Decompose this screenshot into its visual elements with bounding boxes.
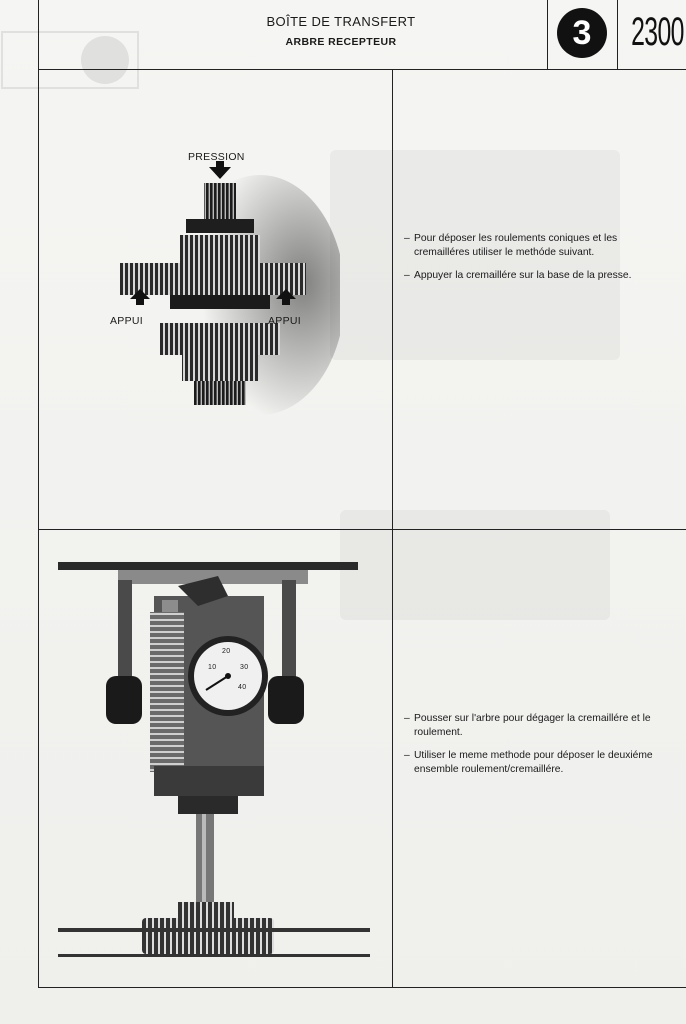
page-title: BOÎTE DE TRANSFERT [266,14,416,29]
bullet-dash: – [404,750,410,761]
label-pressure: PRESSION [188,151,245,163]
figure-hydraulic-press: 10 20 30 40 [58,556,370,966]
instruction-text: Utiliser le meme methode pour déposer le… [414,750,653,775]
hydraulic-press-photo [58,562,370,957]
gauge-tick-40: 40 [238,684,247,691]
page-header: BOÎTE DE TRANSFERT ARBRE RECEPTEUR 3 230… [38,0,686,70]
instructions-bottom: –Pousser sur l'arbre pour dégager la cre… [404,712,660,786]
instruction-item: –Appuyer la cremaillére sur la base de l… [404,269,660,283]
page-frame [38,0,686,988]
bullet-dash: – [404,713,410,724]
bullet-dash: – [404,233,410,244]
instruction-text: Appuyer la cremaillére sur la base de la… [414,270,632,281]
row-divider [38,529,686,530]
section-number-badge: 3 [557,8,607,58]
gauge-tick-10: 10 [208,664,217,671]
label-support-left: APPUI [110,315,144,327]
section-badge-box: 3 [547,0,617,70]
instructions-top: –Pour déposer les roulements coniques et… [404,232,660,292]
label-support-right: APPUI [268,315,302,327]
instruction-text: Pour déposer les roulements coniques et … [414,233,618,258]
page-code: 2300 [631,10,684,54]
instruction-text: Pousser sur l'arbre pour dégager la crem… [414,713,651,738]
ghost-badge-icon [1,31,139,89]
instruction-item: –Pour déposer les roulements coniques et… [404,232,660,260]
bleed-through-block-2 [340,510,610,620]
gauge-tick-30: 30 [240,664,249,671]
gear-assembly-illustration [120,161,345,415]
page-subtitle: ARBRE RECEPTEUR [285,36,397,48]
instruction-item: –Pousser sur l'arbre pour dégager la cre… [404,712,660,740]
figure-gear-assembly: PRESSION APPUI APPUI [110,145,345,415]
page-code-box: 2300 [617,0,686,70]
bleed-through-ghost [0,30,140,90]
instruction-item: –Utiliser le meme methode pour déposer l… [404,749,660,777]
bullet-dash: – [404,270,410,281]
bleed-through-block [330,150,620,360]
gauge-tick-20: 20 [222,648,231,655]
